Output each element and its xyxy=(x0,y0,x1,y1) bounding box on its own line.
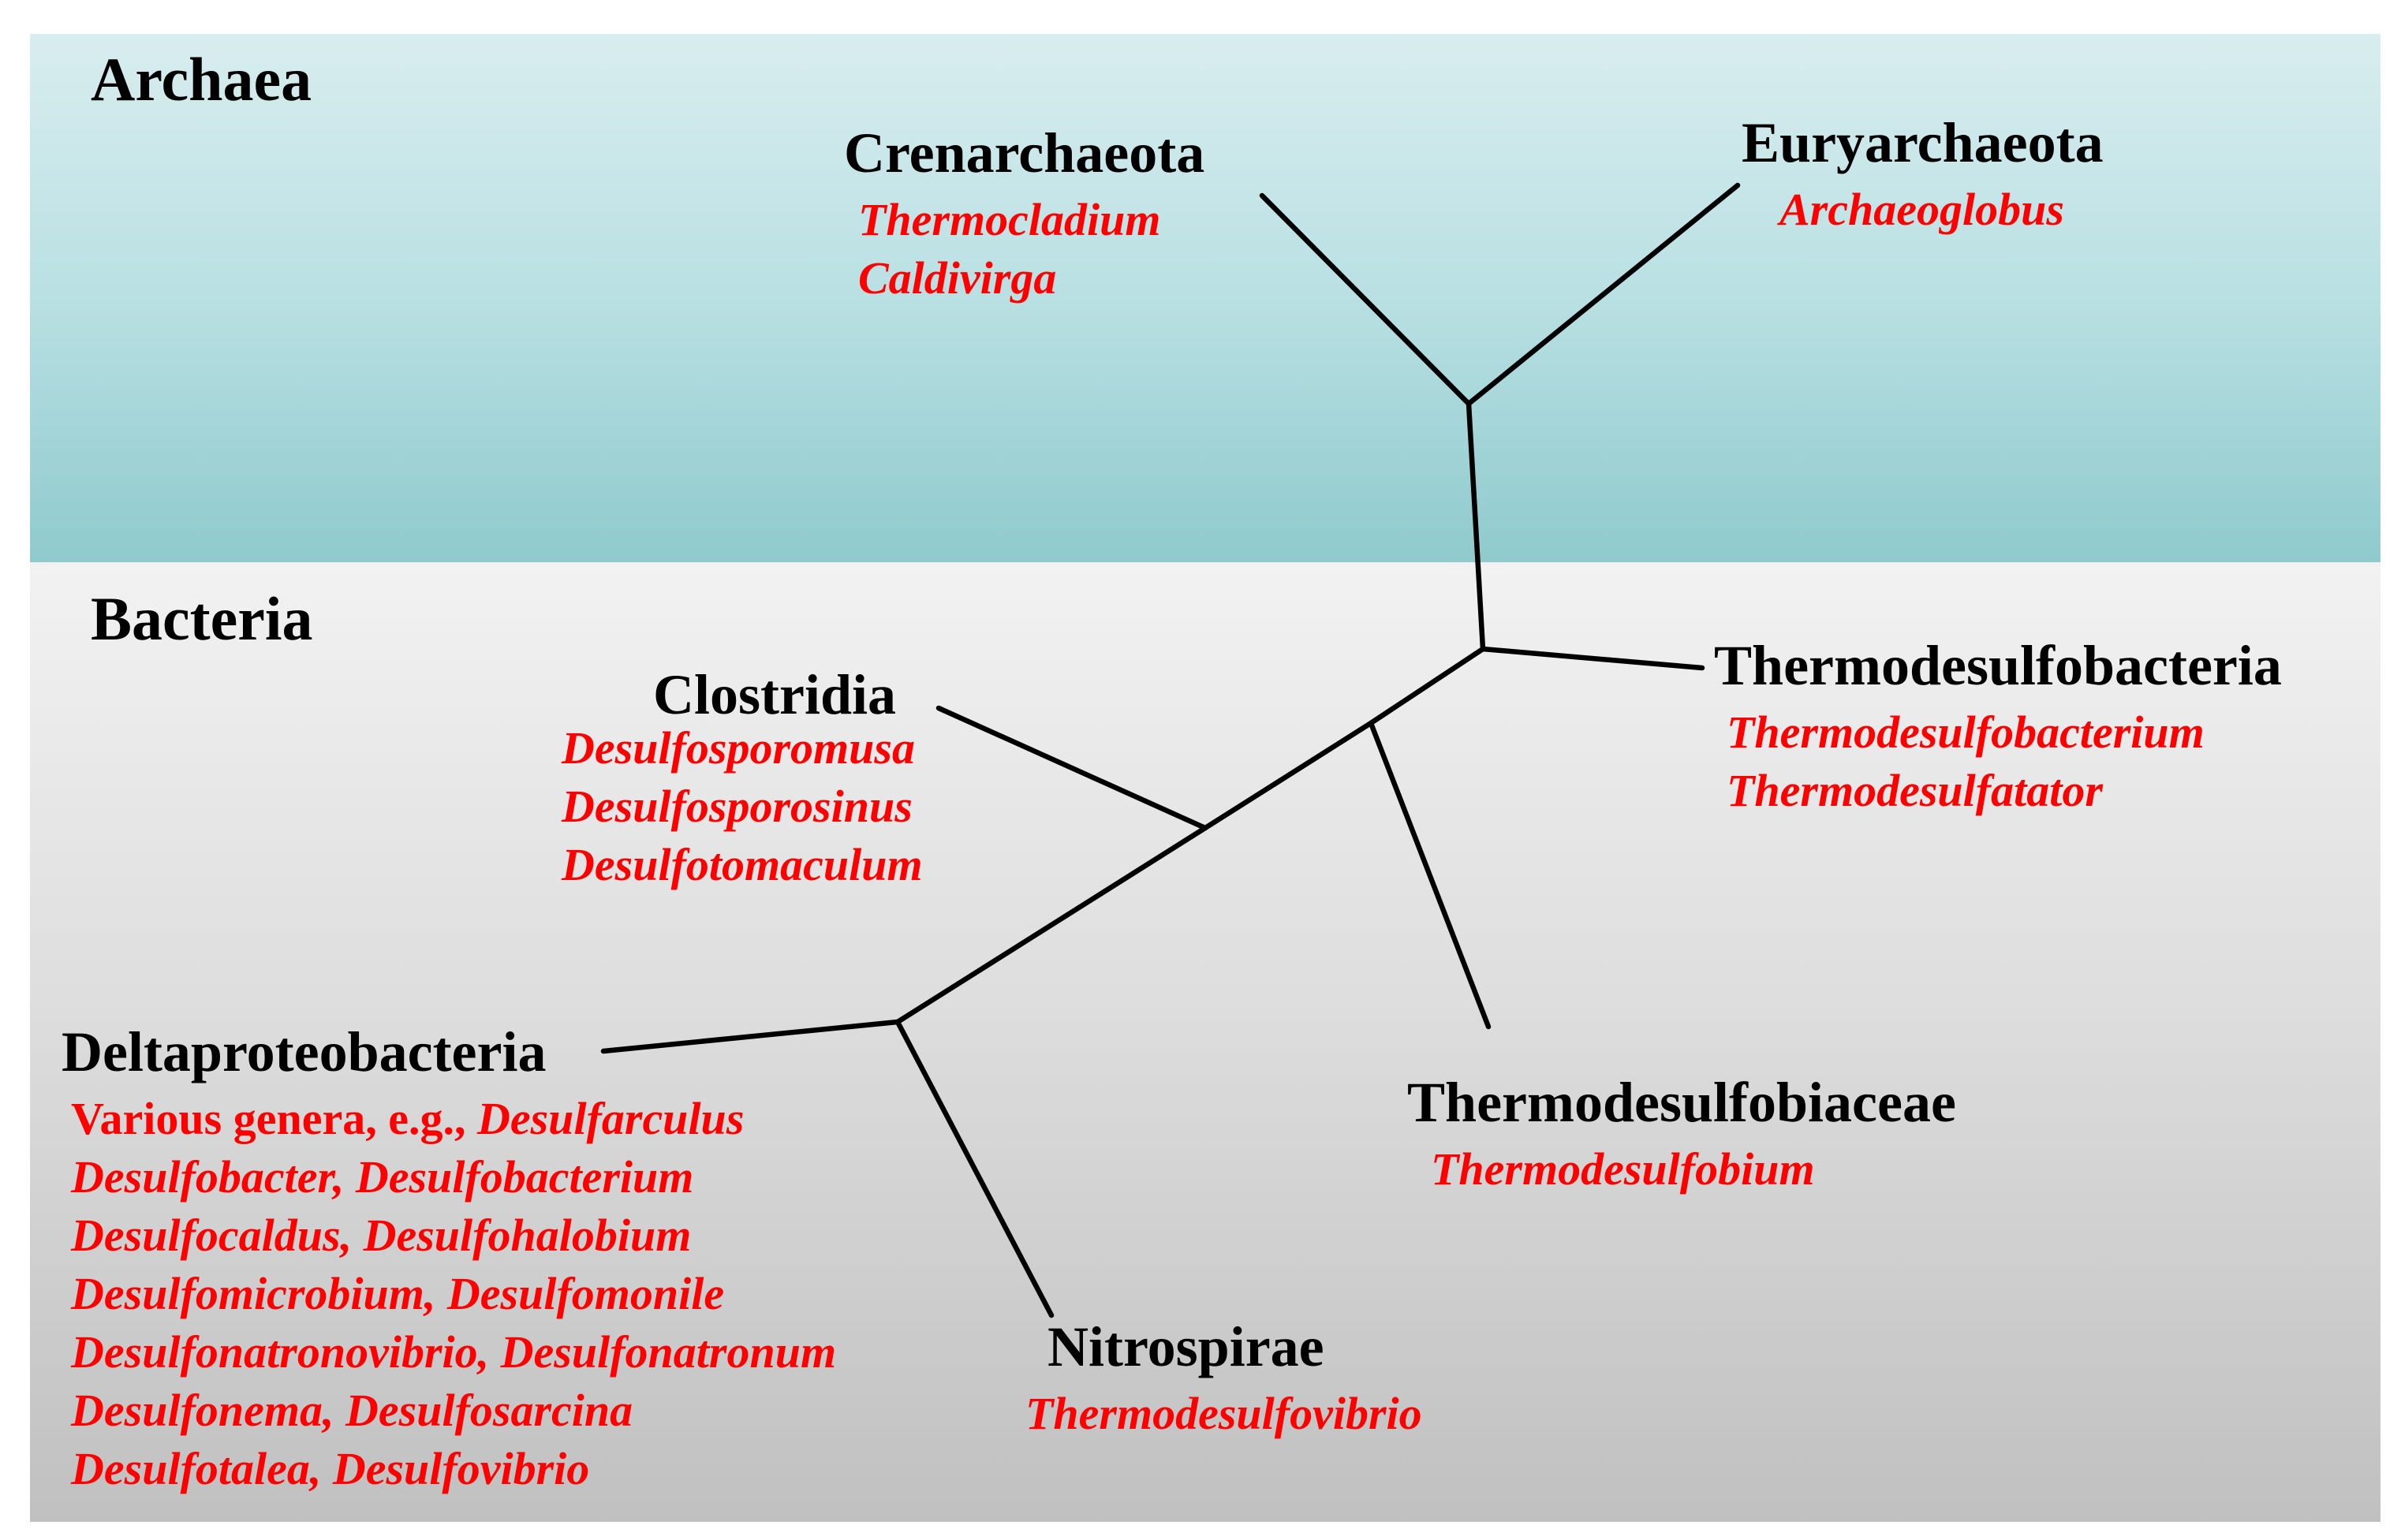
branch-deltaproteobacteria xyxy=(600,1019,901,1054)
domain-label-archaea: Archaea xyxy=(91,45,312,114)
taxon-thermodesulfobiaceae: Thermodesulfobiaceae Thermodesulfobium xyxy=(1407,1074,1956,1199)
branch-archaea-bacteria xyxy=(1466,401,1486,652)
taxon-clostridia-genera: Desulfosporomusa Desulfosporosinus Desul… xyxy=(562,719,923,894)
branch-nitrospirae xyxy=(894,1019,1055,1318)
genus-label: Desulfotomaculum xyxy=(562,839,923,890)
archaea-panel xyxy=(30,34,2380,562)
genus-list: Thermodesulfovibrio xyxy=(1025,1385,1422,1443)
phylum-label: Nitrospirae xyxy=(1047,1315,1324,1378)
branch-clostridia xyxy=(935,705,1208,831)
genus-list: Various genera, e.g., Desulfarculus Desu… xyxy=(62,1090,836,1498)
genus-label: Archaeoglobus xyxy=(1779,184,2064,235)
taxon-thermodesulfobacteria: Thermodesulfobacteria Thermodesulfobacte… xyxy=(1714,637,2282,820)
branch-internal-lower xyxy=(894,825,1208,1025)
genus-label: Desulfobacter, Desulfobacterium xyxy=(71,1151,694,1203)
phylum-label: Clostridia xyxy=(653,663,897,726)
phylum-label: Thermodesulfobiaceae xyxy=(1407,1071,1956,1134)
phylum-label: Deltaproteobacteria xyxy=(62,1020,547,1083)
genus-label: Thermodesulfatator xyxy=(1727,765,2103,816)
taxon-nitrospirae: Nitrospirae Thermodesulfovibrio xyxy=(1025,1318,1422,1443)
branch-internal-upper xyxy=(1368,646,1486,726)
genus-label: Desulfonatronovibrio, Desulfonatronum xyxy=(71,1326,837,1378)
genus-label: Desulfomicrobium, Desulfomonile xyxy=(71,1268,725,1319)
genus-label: Caldivirga xyxy=(858,252,1057,304)
genus-intro: Various genera, e.g., xyxy=(71,1093,477,1144)
genus-label: Desulfarculus xyxy=(476,1093,745,1144)
genus-list: Thermodesulfobium xyxy=(1407,1140,1956,1199)
phylum-label: Crenarchaeota xyxy=(844,121,1205,185)
branch-thermodesulfobiaceae xyxy=(1368,720,1492,1030)
genus-label: Thermodesulfovibrio xyxy=(1025,1388,1422,1439)
genus-label: Desulfocaldus, Desulfohalobium xyxy=(71,1210,692,1261)
genus-label: Desulfotalea, Desulfovibrio xyxy=(71,1443,590,1494)
genus-label: Desulfosporomusa xyxy=(562,722,915,774)
genus-label: Thermodesulfobacterium xyxy=(1727,707,2205,758)
branch-crenarchaeota xyxy=(1259,192,1472,407)
genus-label: Desulfosporosinus xyxy=(562,781,913,832)
branch-thermodesulfobacteria xyxy=(1480,646,1705,671)
genus-label: Desulfonema, Desulfosarcina xyxy=(71,1385,633,1436)
phylum-label: Euryarchaeota xyxy=(1742,111,2104,174)
genus-list: Thermodesulfobacterium Thermodesulfatato… xyxy=(1714,703,2282,820)
phylum-label: Thermodesulfobacteria xyxy=(1714,634,2282,697)
branch-internal-middle xyxy=(1202,720,1374,831)
genus-label: Thermocladium xyxy=(858,194,1161,245)
genus-label-first: Various genera, e.g., Desulfarculus xyxy=(71,1090,836,1148)
taxon-crenarchaeota: Crenarchaeota Thermocladium Caldivirga xyxy=(844,125,1204,308)
taxon-euryarchaeota: Euryarchaeota Archaeoglobus xyxy=(1742,114,2104,239)
genus-list: Archaeoglobus xyxy=(1742,181,2104,239)
taxon-deltaproteobacteria: Deltaproteobacteria Various genera, e.g.… xyxy=(62,1024,836,1498)
branch-euryarchaeota xyxy=(1466,182,1741,407)
bacteria-panel xyxy=(30,562,2380,1522)
genus-label: Thermodesulfobium xyxy=(1431,1143,1815,1195)
domain-label-bacteria: Bacteria xyxy=(91,584,313,653)
genus-list: Thermocladium Caldivirga xyxy=(844,191,1204,308)
taxon-clostridia: Clostridia xyxy=(653,666,896,723)
